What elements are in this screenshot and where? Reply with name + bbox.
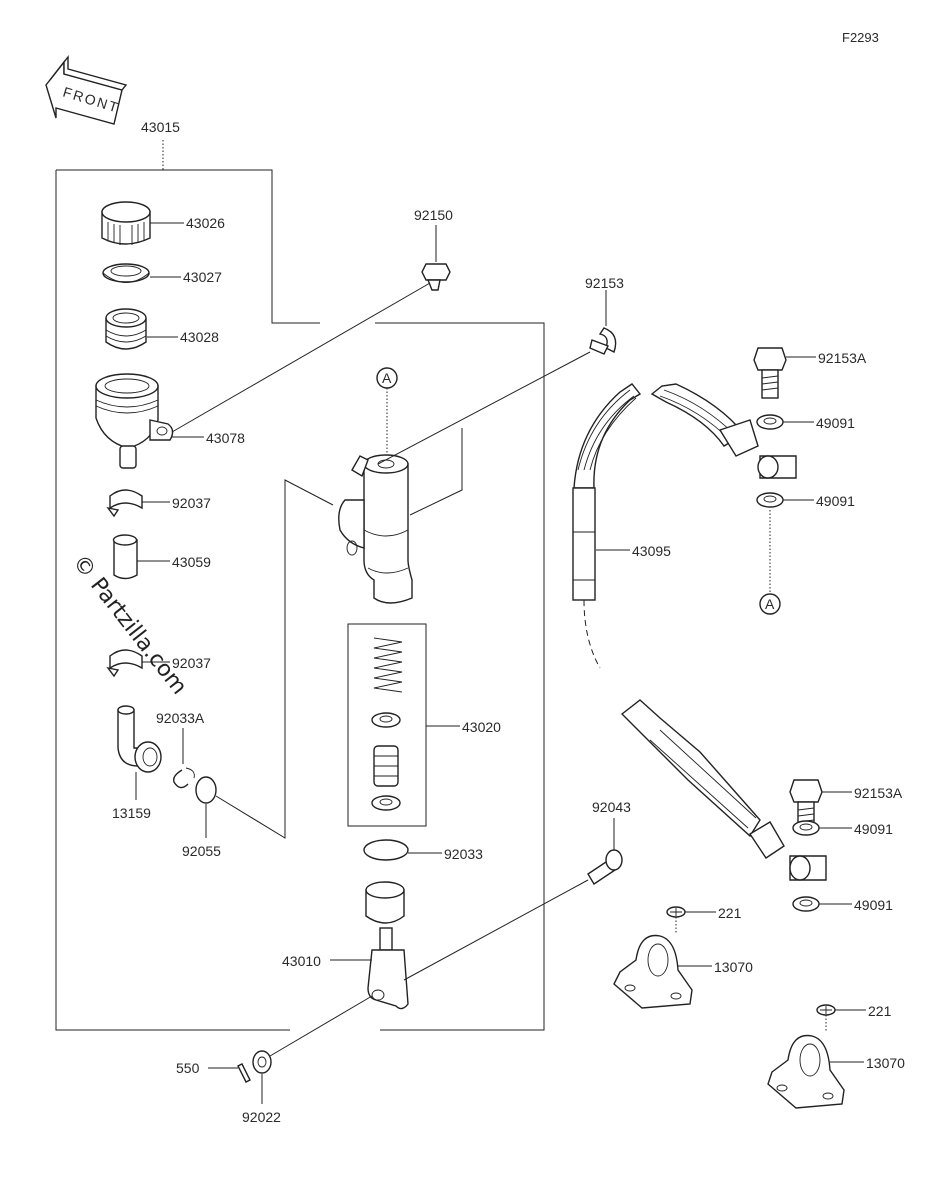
brake-hose-43095 xyxy=(572,383,785,859)
label-43020: 43020 xyxy=(462,719,501,735)
diaphragm-43028 xyxy=(105,308,147,350)
label-92153: 92153 xyxy=(585,275,624,291)
washer-49091-4 xyxy=(792,896,820,912)
label-49091-3: 49091 xyxy=(854,821,893,837)
label-92055: 92055 xyxy=(182,843,221,859)
circlip-92033a xyxy=(172,767,195,789)
banjo-top xyxy=(757,455,797,479)
callout-a-right: A xyxy=(759,510,781,615)
banjo-bottom xyxy=(789,855,827,881)
diaphragm-plate-43027 xyxy=(102,263,150,283)
washer-49091-2 xyxy=(756,492,784,508)
svg-text:A: A xyxy=(765,596,775,612)
label-221-2: 221 xyxy=(868,1003,892,1019)
label-49091-1: 49091 xyxy=(816,415,855,431)
label-221-1: 221 xyxy=(718,905,742,921)
label-13159: 13159 xyxy=(112,805,151,821)
snap-ring-92033 xyxy=(363,839,409,861)
label-43028: 43028 xyxy=(180,329,219,345)
label-92037-top: 92037 xyxy=(172,495,211,511)
label-43015: 43015 xyxy=(141,119,180,135)
label-92033a: 92033A xyxy=(156,710,205,726)
label-92022: 92022 xyxy=(242,1109,281,1125)
reservoir-43078 xyxy=(95,373,174,469)
label-49091-2: 49091 xyxy=(816,493,855,509)
screw-221-2 xyxy=(816,1004,836,1032)
label-92033: 92033 xyxy=(444,846,483,862)
hose-43059 xyxy=(112,534,138,580)
label-92043: 92043 xyxy=(592,799,631,815)
figure-code: F2293 xyxy=(842,30,879,45)
label-92037-bottom: 92037 xyxy=(172,655,211,671)
callout-a-top: A xyxy=(376,367,398,455)
clevis-pin-92043 xyxy=(587,849,623,885)
svg-text:A: A xyxy=(382,370,392,386)
washer-49091-3 xyxy=(792,820,820,836)
hose-clamp-92037-bottom xyxy=(106,649,143,678)
label-43078: 43078 xyxy=(206,430,245,446)
label-43059: 43059 xyxy=(172,554,211,570)
label-92153a-top: 92153A xyxy=(818,350,867,366)
assembly-bracket-43015 xyxy=(55,140,545,1031)
o-ring-92055 xyxy=(195,776,217,804)
label-13070-2: 13070 xyxy=(866,1055,905,1071)
front-arrow-icon: FRONT xyxy=(45,54,128,125)
label-550: 550 xyxy=(176,1060,200,1076)
label-49091-4: 49091 xyxy=(854,897,893,913)
bolt-92150 xyxy=(421,263,451,291)
hose-clamp-92037-top xyxy=(106,489,143,518)
hose-guide-13070-2 xyxy=(767,1034,845,1109)
master-cylinder-body xyxy=(338,454,413,604)
hose-guide-13070-1 xyxy=(613,934,693,1009)
piston-kit-43020 xyxy=(347,623,427,827)
label-43010: 43010 xyxy=(282,953,321,969)
label-92150: 92150 xyxy=(414,207,453,223)
washer-49091-1 xyxy=(756,414,784,430)
label-43026: 43026 xyxy=(186,215,225,231)
elbow-fitting-13159 xyxy=(117,705,162,773)
label-43027: 43027 xyxy=(183,269,222,285)
bolt-92153 xyxy=(589,327,617,355)
push-rod-43010 xyxy=(365,881,409,1010)
label-43095: 43095 xyxy=(632,543,671,559)
label-92153a-bottom: 92153A xyxy=(854,785,903,801)
washer-92022 xyxy=(252,1050,272,1074)
banjo-bolt-92153a-top xyxy=(753,347,787,399)
reservoir-cap-43026 xyxy=(101,201,151,245)
cotter-pin-550 xyxy=(237,1063,251,1083)
label-13070-1: 13070 xyxy=(714,959,753,975)
screw-221-1 xyxy=(666,906,686,934)
